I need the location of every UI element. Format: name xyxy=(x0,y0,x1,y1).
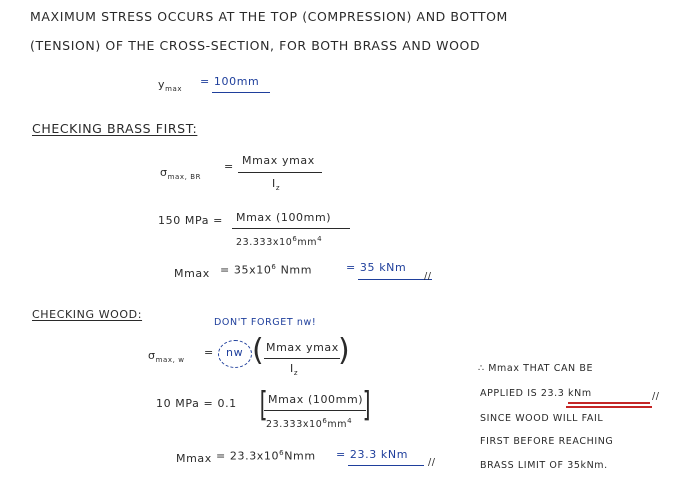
conclusion-line-5: BRASS LIMIT OF 35kNm. xyxy=(480,460,608,471)
wood-paren-left: ( xyxy=(252,333,264,368)
wood-fraction-bar xyxy=(264,358,340,359)
conclusion-line-4: FIRST BEFORE REACHING xyxy=(480,436,614,447)
ymax-label: ymax xyxy=(158,78,183,94)
wood-stress-value: 10 MPa = 0.1 xyxy=(156,397,237,410)
wood-bracket-left: [ xyxy=(259,385,268,425)
wood-sub-denominator: 23.333x106mm4 xyxy=(266,417,353,431)
conclusion-mark: // xyxy=(652,391,660,402)
nw-circle xyxy=(218,340,252,368)
wood-result-mark: // xyxy=(428,457,436,468)
brass-result: = 35 kNm xyxy=(346,261,407,274)
wood-denominator: Iz xyxy=(290,362,299,378)
brass-denominator: Iz xyxy=(272,177,281,193)
brass-numerator: Mmax ymax xyxy=(242,154,315,167)
wood-paren-right: ) xyxy=(338,333,350,368)
brass-formula-eq: = xyxy=(224,160,234,173)
wood-m-value: = 23.3x106Nmm xyxy=(216,449,316,463)
wood-sub-fraction-bar xyxy=(264,410,366,411)
intro-line-2: (TENSION) OF THE CROSS-SECTION, FOR BOTH… xyxy=(30,38,481,53)
wood-nw: nw xyxy=(226,346,244,359)
brass-heading: CHECKING BRASS FIRST: xyxy=(32,121,198,136)
wood-result-underline xyxy=(348,465,424,466)
brass-result-underline xyxy=(358,279,432,280)
conclusion-line-3: SINCE WOOD WILL FAIL xyxy=(480,413,604,424)
brass-fraction-bar xyxy=(238,172,322,173)
wood-result: = 23.3 kNm xyxy=(336,448,409,461)
ymax-underline xyxy=(212,92,270,93)
wood-numerator: Mmax ymax xyxy=(266,341,339,354)
wood-eq: = xyxy=(204,346,214,359)
wood-bracket-right: ] xyxy=(362,385,371,425)
wood-heading: CHECKING WOOD: xyxy=(32,308,143,321)
wood-note: DON'T FORGET nw! xyxy=(214,317,317,328)
conclusion-line-2: APPLIED IS 23.3 kNm xyxy=(480,388,592,399)
brass-sub-denominator: 23.333x106mm4 xyxy=(236,235,323,249)
ymax-value: = 100mm xyxy=(200,75,260,88)
brass-result-mark: // xyxy=(424,271,432,282)
intro-line-1: MAXIMUM STRESS OCCURS AT THE TOP (COMPRE… xyxy=(30,9,508,24)
brass-stress-value: 150 MPa = xyxy=(158,214,223,227)
brass-sub-fraction-bar xyxy=(232,228,350,229)
brass-sub-numerator: Mmax (100mm) xyxy=(236,211,332,224)
brass-sigma: σmax, BR xyxy=(160,166,202,182)
conclusion-line-1: ∴ Mmax THAT CAN BE xyxy=(478,363,594,374)
wood-sub-numerator: Mmax (100mm) xyxy=(268,393,364,406)
wood-m-label: Mmax xyxy=(176,452,212,465)
brass-m-value: = 35x106 Nmm xyxy=(220,263,313,277)
conclusion-red-underline-1 xyxy=(568,402,650,404)
conclusion-red-underline-2 xyxy=(566,406,652,408)
brass-m-label: Mmax xyxy=(174,267,210,280)
wood-sigma: σmax, w xyxy=(148,349,185,365)
